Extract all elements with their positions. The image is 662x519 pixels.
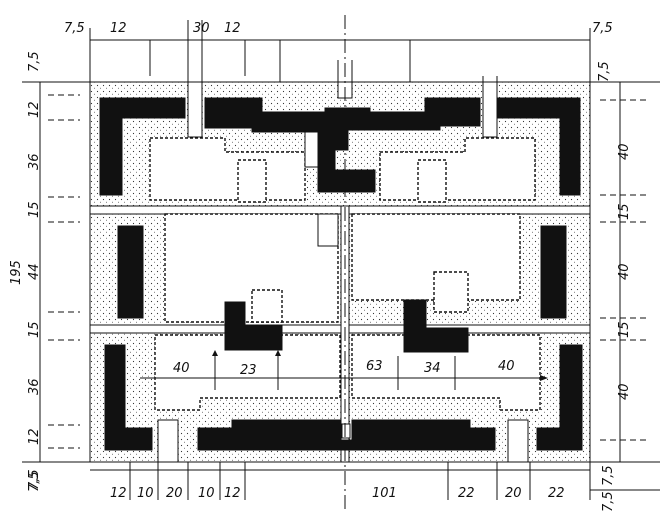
- yard-box-4: [433, 271, 469, 313]
- dim-inner-40b: 40: [498, 359, 515, 374]
- dim-bottom-20a: 20: [166, 486, 183, 501]
- dim-left-36a: 36: [27, 153, 42, 170]
- road-horizontal-top: [89, 205, 591, 215]
- dim-bottom-22a: 22: [458, 486, 475, 501]
- dim-left-12b: 12: [27, 428, 42, 445]
- road-vertical-right-top: [482, 81, 498, 138]
- courtyard-middle-left: [164, 213, 339, 323]
- dim-top-right-margin: 7,5: [592, 21, 613, 36]
- dim-left-total: 195: [9, 260, 24, 285]
- dim-top-12b: 12: [224, 21, 241, 36]
- building-sw-corner: [104, 344, 153, 451]
- dim-bottom-20b: 20: [505, 486, 522, 501]
- dim-inner-34: 34: [424, 361, 441, 376]
- yard-box-5: [317, 213, 339, 247]
- dim-right-15b: 15: [617, 321, 632, 338]
- dim-right-40b: 40: [617, 263, 632, 280]
- building-center-left-l: [224, 301, 283, 351]
- courtyard-middle-right: [351, 213, 521, 301]
- right-dimension-labels: 40 15 40 15 40 7,5: [601, 143, 632, 486]
- building-west-middle: [117, 225, 144, 319]
- dim-right-40c: 40: [617, 383, 632, 400]
- building-center-right-l: [403, 299, 469, 353]
- inner-dimension-labels: 40 23 63 34 40: [173, 359, 515, 378]
- dim-bottom-12a: 12: [110, 486, 127, 501]
- dim-left-44: 44: [27, 263, 42, 280]
- dim-inner-63: 63: [366, 359, 383, 374]
- building-se-corner: [536, 344, 583, 451]
- road-vertical-left-top: [187, 81, 203, 138]
- dim-left-bottom-margin: 7,5: [27, 469, 42, 490]
- road-vertical-right-bottom: [507, 419, 529, 463]
- left-dimension-labels: 7,5 12 36 15 44 15 36 12 7,5 195: [9, 51, 42, 490]
- dim-top-30: 30: [193, 21, 210, 36]
- yard-box-2: [417, 159, 447, 203]
- passage-gate: [341, 423, 351, 439]
- building-east-middle: [540, 225, 567, 319]
- dim-bottom-101: 101: [372, 486, 397, 501]
- building-nw-corner: [99, 97, 186, 196]
- top-dimension-labels: 7,5 12 30 12 7,5 7,5: [64, 21, 613, 82]
- building-top-center: [204, 97, 481, 193]
- dim-bottom-right-margin: 7,5: [601, 491, 616, 512]
- road-vertical-left-bottom: [157, 419, 179, 463]
- dim-left-15b: 15: [27, 321, 42, 338]
- dim-inner-40a: 40: [173, 361, 190, 376]
- dim-top-margin: 7,5: [64, 21, 85, 36]
- dim-bottom-12b: 12: [224, 486, 241, 501]
- yard-box-3: [251, 289, 283, 323]
- building-ne-corner: [496, 97, 581, 196]
- road-horizontal-bottom: [89, 324, 591, 334]
- site-block: [89, 81, 591, 463]
- bottom-dimension-labels: 7,5 12 10 20 10 12 101 22 20 22 7,5: [27, 471, 616, 512]
- dim-bottom-22b: 22: [548, 486, 565, 501]
- dim-left-15a: 15: [27, 201, 42, 218]
- yard-box-1: [237, 159, 267, 203]
- inner-dimensions: [140, 350, 548, 390]
- dim-top-12a: 12: [110, 21, 127, 36]
- courtyard-bottom-left: [154, 334, 341, 411]
- dim-right-15a: 15: [617, 203, 632, 220]
- building-bottom-center: [197, 419, 496, 451]
- dim-left-12a: 12: [27, 101, 42, 118]
- dim-left-top-margin: 7,5: [27, 51, 42, 72]
- dim-inner-23: 23: [240, 363, 257, 378]
- dim-bottom-10a: 10: [137, 486, 154, 501]
- courtyard-bottom-right: [351, 334, 541, 411]
- dim-bottom-left-margin: 7,5: [27, 471, 42, 492]
- dim-top-right-corner: 7,5: [597, 61, 612, 82]
- dim-bottom-10b: 10: [198, 486, 215, 501]
- dim-left-36b: 36: [27, 378, 42, 395]
- dim-right-40a: 40: [617, 143, 632, 160]
- dim-right-bottom-margin: 7,5: [601, 465, 616, 486]
